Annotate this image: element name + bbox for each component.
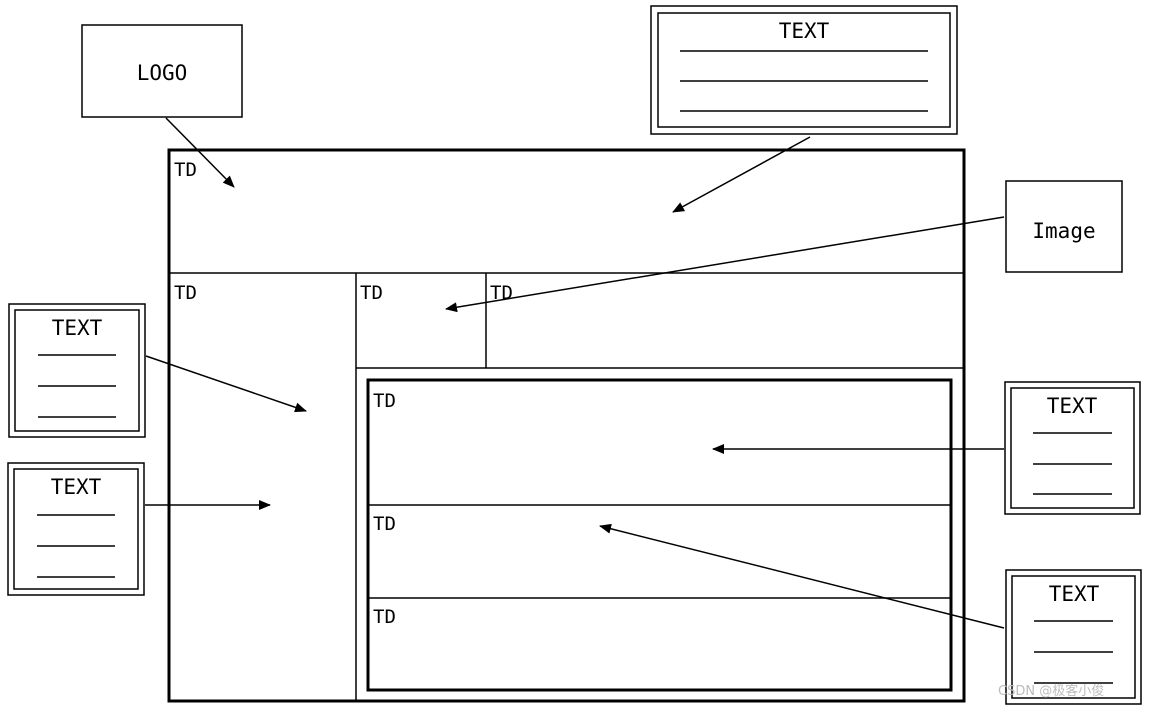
text-box-left-lower: TEXT: [7, 462, 145, 596]
watermark: CSDN @极客小俊: [998, 683, 1104, 699]
image-box-label: Image: [1032, 219, 1095, 243]
outer-table: [167, 148, 966, 703]
arrow-text-top-to-header: [672, 136, 811, 213]
arrow-text-right-lower-to-content: [599, 523, 1005, 629]
text-box-left-upper-label: TEXT: [52, 316, 103, 340]
td-header-label: TD: [174, 159, 197, 181]
arrow-text-left-upper-to-sidebar: [145, 355, 307, 413]
text-box-right-upper-label: TEXT: [1047, 394, 1098, 418]
arrow-image-to-cell: [445, 216, 1005, 313]
td-content-3-label: TD: [373, 606, 396, 628]
text-box-right-upper: TEXT: [1004, 381, 1141, 515]
td-content-1-label: TD: [373, 390, 396, 412]
td-sidebar-label: TD: [174, 282, 197, 304]
arrow-logo-to-header: [165, 117, 235, 188]
inner-table: [366, 378, 953, 692]
td-image-cell-label: TD: [360, 282, 383, 304]
text-box-top: TEXT: [650, 5, 958, 135]
logo-box-label: LOGO: [137, 61, 188, 85]
text-box-top-label: TEXT: [779, 19, 830, 43]
text-box-left-upper: TEXT: [8, 303, 146, 438]
td-content-2-label: TD: [373, 513, 396, 535]
text-box-right-lower-label: TEXT: [1049, 582, 1100, 606]
text-box-right-lower: TEXT: [1005, 569, 1142, 705]
image-box: Image: [1005, 180, 1123, 273]
logo-box: LOGO: [81, 24, 243, 118]
text-box-left-lower-label: TEXT: [51, 475, 102, 499]
